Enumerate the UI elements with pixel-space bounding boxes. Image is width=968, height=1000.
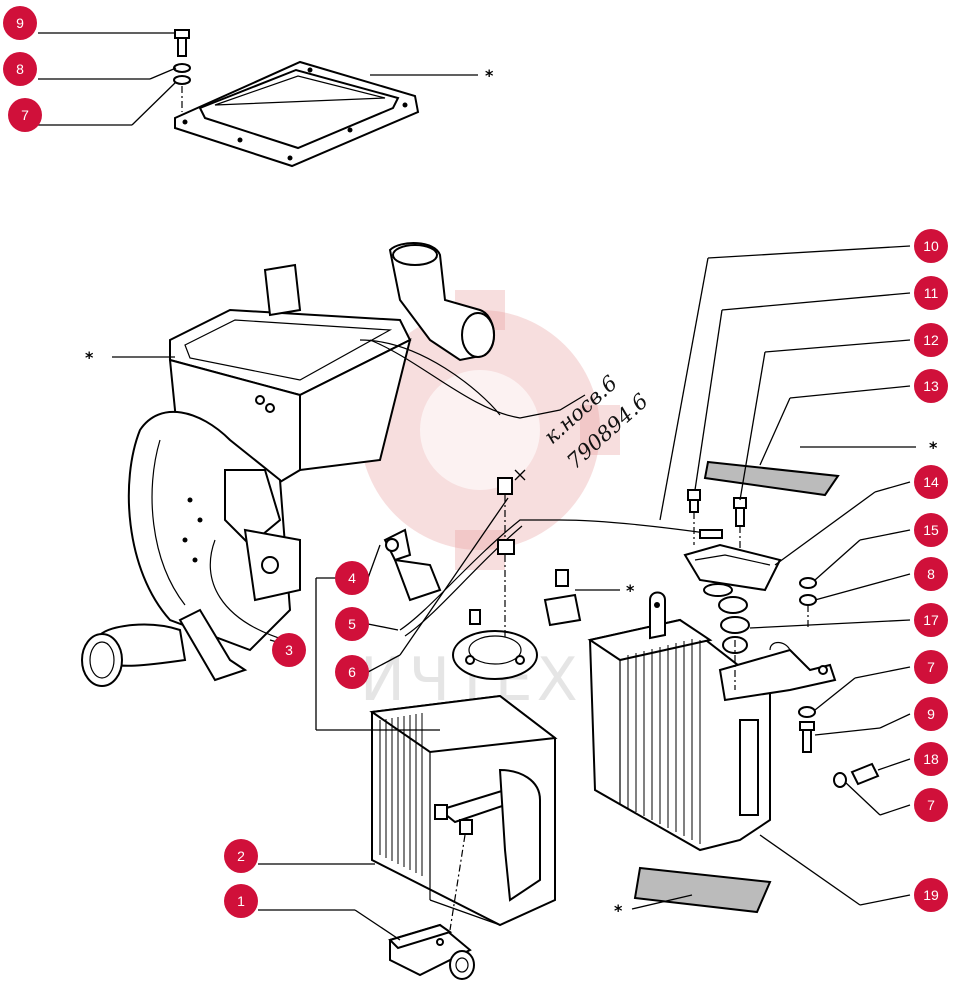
radiator-fins (627, 639, 701, 844)
radiator-19 (587, 591, 837, 852)
top-cover-plate (174, 60, 420, 168)
svg-text:4: 4 (348, 570, 356, 586)
callout-19: 19 (914, 878, 948, 912)
pipe-assembly-14 (683, 543, 782, 690)
expansion-valve-1 (388, 923, 475, 980)
callout-7-bottom-right: 7 (914, 788, 948, 822)
callout-7-top: 7 (8, 98, 42, 132)
asterisk-clip: * (626, 581, 635, 600)
svg-text:9: 9 (927, 706, 935, 722)
callout-9-right: 9 (914, 697, 948, 731)
svg-text:7: 7 (927, 659, 935, 675)
leader-lines (258, 245, 911, 941)
svg-text:9: 9 (16, 15, 24, 31)
callout-8-top: 8 (3, 52, 37, 86)
small-bolts-10-11 (687, 489, 747, 548)
svg-text:7: 7 (927, 797, 935, 813)
valve-part-6 (452, 477, 538, 680)
gasket-13 (703, 460, 840, 497)
svg-text:19: 19 (923, 887, 939, 903)
screw-18-washer-7 (833, 762, 880, 788)
asterisk-gasket-top: * (929, 438, 938, 457)
callout-4: 4 (335, 561, 369, 595)
svg-text:8: 8 (16, 61, 24, 77)
callout-8-right: 8 (914, 557, 948, 591)
callout-9-top: 9 (3, 6, 37, 40)
callout-7-right: 7 (914, 650, 948, 684)
svg-text:3: 3 (285, 642, 293, 658)
gasket-bottom (633, 866, 772, 914)
bolt-9-washer-7 (798, 706, 816, 753)
svg-text:7: 7 (21, 107, 29, 123)
svg-text:13: 13 (923, 378, 939, 394)
svg-text:8: 8 (927, 566, 935, 582)
svg-text:2: 2 (237, 848, 245, 864)
callout-17: 17 (914, 603, 948, 637)
callout-1: 1 (224, 884, 258, 918)
svg-text:10: 10 (923, 238, 939, 254)
asterisk-top-cover: * (485, 66, 494, 85)
callout-3: 3 (272, 633, 306, 667)
callout-13: 13 (914, 369, 948, 403)
heater-core-fins (379, 713, 423, 876)
callout-12: 12 (914, 323, 948, 357)
svg-text:6: 6 (348, 664, 356, 680)
clip-part (543, 569, 582, 627)
callout-11: 11 (914, 276, 948, 310)
asterisk-gasket-bottom: * (614, 901, 623, 920)
svg-text:12: 12 (923, 332, 939, 348)
svg-text:1: 1 (237, 893, 245, 909)
callout-18: 18 (914, 742, 948, 776)
svg-text:11: 11 (924, 285, 939, 301)
heater-core-2 (369, 694, 558, 931)
switch-part-4 (383, 528, 442, 602)
callout-14: 14 (914, 465, 948, 499)
blower-housing (81, 242, 501, 687)
nut-washer-15-8 (799, 577, 817, 628)
callout-2: 2 (224, 839, 258, 873)
svg-text:15: 15 (923, 522, 939, 538)
svg-text:18: 18 (923, 751, 939, 767)
svg-text:14: 14 (923, 474, 939, 490)
svg-text:5: 5 (348, 616, 356, 632)
asterisk-blower: * (85, 348, 94, 367)
callout-15: 15 (914, 513, 948, 547)
callout-10: 10 (914, 229, 948, 263)
top-bolt (173, 29, 191, 112)
callout-6: 6 (335, 655, 369, 689)
callout-5: 5 (335, 607, 369, 641)
svg-text:17: 17 (923, 612, 939, 628)
